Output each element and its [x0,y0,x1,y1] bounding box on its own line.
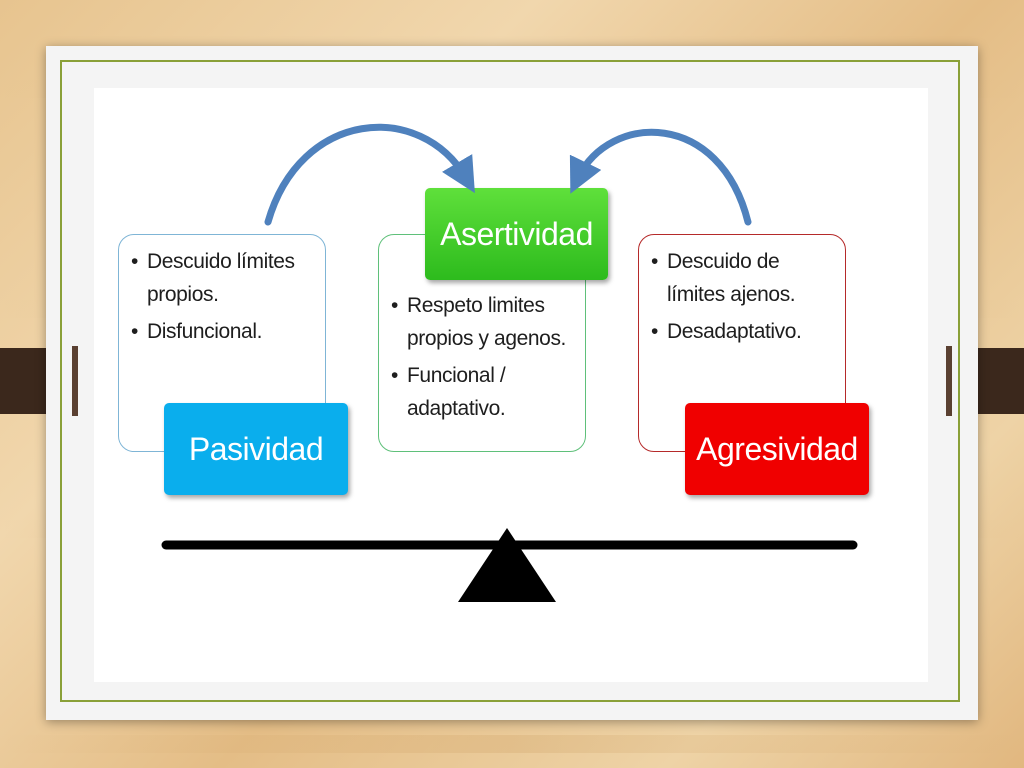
asertividad-bullets: Respeto limites propios y agenos. Funcio… [389,289,575,425]
agresividad-label: Agresividad [685,403,869,495]
pasividad-bullet-1: Descuido límites propios. [131,245,315,311]
pasividad-bullet-2: Disfuncional. [131,315,315,348]
asertividad-bullet-1: Respeto limites propios y agenos. [391,289,575,355]
agresividad-bullet-2: Desadaptativo. [651,315,835,348]
pasividad-label: Pasividad [164,403,348,495]
slide-frame [60,60,960,702]
pasividad-bullets: Descuido límites propios. Disfuncional. [129,245,315,348]
agresividad-bullets: Descuido de límites ajenos. Desadaptativ… [649,245,835,348]
asertividad-bullet-2: Funcional / adaptativo. [391,359,575,425]
clip-edge-left [72,346,78,416]
clip-edge-right [946,346,952,416]
agresividad-bullet-1: Descuido de límites ajenos. [651,245,835,311]
asertividad-label: Asertividad [425,188,608,280]
